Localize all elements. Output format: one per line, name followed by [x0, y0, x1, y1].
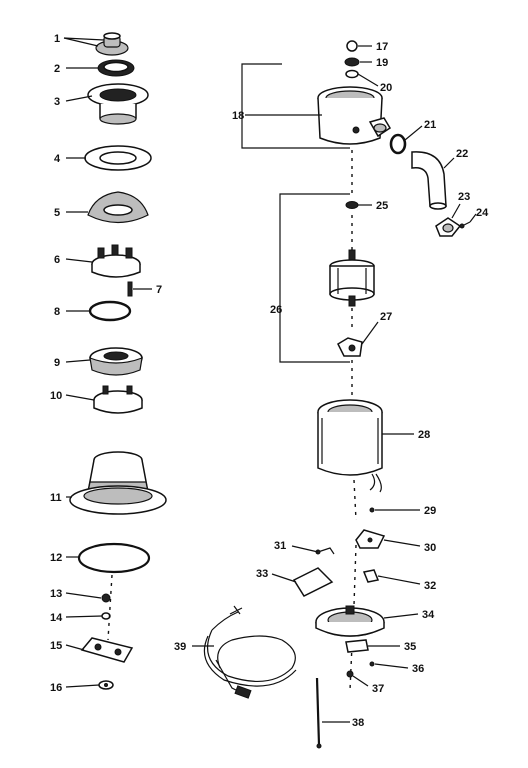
label-10: 10: [50, 390, 62, 402]
label-24: 24: [476, 207, 489, 219]
part-36-screw: [369, 661, 375, 667]
part-15-plate: [80, 637, 134, 663]
part-7-screw: [127, 281, 133, 297]
part-20-seal: [345, 69, 359, 79]
label-23: 23: [458, 191, 470, 203]
part-8-snap-ring: [88, 300, 132, 322]
label-27: 27: [380, 311, 392, 323]
label-28: 28: [418, 429, 430, 441]
label-3: 3: [54, 96, 60, 108]
part-22-discharge-elbow: [411, 151, 447, 210]
label-5: 5: [54, 207, 60, 219]
label-30: 30: [424, 542, 436, 554]
motor-rotor: [329, 249, 375, 307]
label-8: 8: [54, 306, 60, 318]
part-17-cap: [346, 40, 358, 52]
part-4-gasket: [84, 145, 152, 171]
label-17: 17: [376, 41, 388, 53]
part-5-backup-flange: [87, 191, 149, 224]
part-34-bottom-plate: [315, 605, 385, 637]
label-9: 9: [54, 357, 60, 369]
label-15: 15: [50, 640, 62, 652]
label-22: 22: [456, 148, 468, 160]
label-33: 33: [256, 568, 268, 580]
part-12-gasket: [77, 542, 151, 574]
part-2-ring: [97, 59, 135, 77]
part-9-tube: [89, 347, 143, 376]
label-19: 19: [376, 57, 388, 69]
part-3-flange: [87, 83, 149, 125]
part-6-mounting-ring: [91, 244, 141, 278]
label-14: 14: [50, 612, 63, 624]
part-27-switch: [337, 337, 363, 357]
label-38: 38: [352, 717, 364, 729]
part-30-bracket: [355, 529, 386, 549]
label-4: 4: [54, 153, 61, 165]
label-32: 32: [424, 580, 436, 592]
label-37: 37: [372, 683, 384, 695]
part-25-washer: [345, 201, 359, 209]
part-10-ring: [93, 385, 143, 414]
label-39: 39: [174, 641, 186, 653]
part-37-screw: [346, 670, 354, 678]
part-21-gasket: [389, 133, 407, 155]
part-19-washer: [344, 57, 360, 67]
motor-assembly: [203, 40, 471, 749]
label-20: 20: [380, 82, 392, 94]
part-32-block: [362, 569, 380, 583]
part-28-motor-housing: [317, 399, 383, 493]
part-13-nut: [101, 593, 111, 603]
label-16: 16: [50, 682, 62, 694]
label-21: 21: [424, 119, 436, 131]
label-36: 36: [412, 663, 424, 675]
left-leaders: [63, 37, 152, 688]
left-assembly: [69, 32, 167, 690]
part-29-screw: [369, 507, 375, 513]
part-11-hopper: [69, 451, 167, 515]
label-2: 2: [54, 63, 60, 75]
label-25: 25: [376, 200, 388, 212]
label-12: 12: [50, 552, 62, 564]
label-7: 7: [156, 284, 162, 296]
label-31: 31: [274, 540, 286, 552]
label-18: 18: [232, 110, 244, 122]
right-leaders: [192, 45, 477, 723]
part-24-screw: [459, 221, 471, 229]
label-1: 1: [54, 33, 60, 45]
part-16-nut: [98, 680, 114, 690]
part-33-plate: [292, 567, 334, 597]
label-34: 34: [422, 609, 435, 621]
part-38-rod: [315, 677, 322, 749]
label-35: 35: [404, 641, 416, 653]
part-31-clip: [315, 547, 335, 555]
part-23-flange: [435, 217, 462, 237]
part-39-power-cord: [203, 605, 297, 699]
part-1-stopper: [95, 32, 129, 56]
label-6: 6: [54, 254, 60, 266]
label-29: 29: [424, 505, 436, 517]
part-35-plate: [345, 639, 369, 653]
part-labels: 1 2 3 4 5 6 7 8 9 10 11 12 13 14 15 16 1…: [50, 33, 489, 729]
part-18-grinding-chamber: [317, 86, 392, 145]
label-11: 11: [50, 492, 62, 504]
label-13: 13: [50, 588, 62, 600]
label-26: 26: [270, 304, 282, 316]
